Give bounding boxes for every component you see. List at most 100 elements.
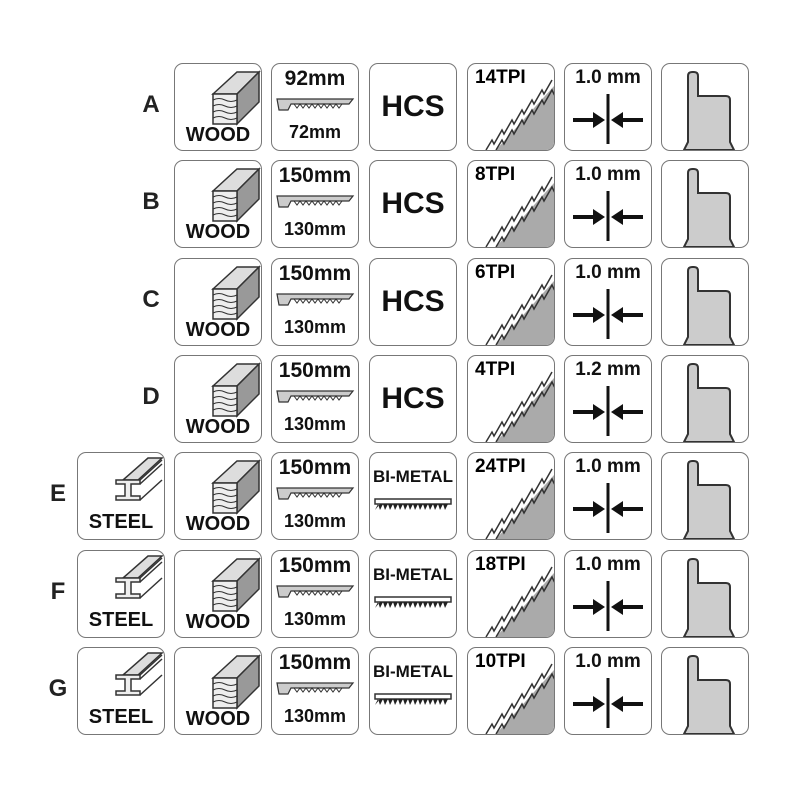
steel-cell: STEEL xyxy=(77,550,165,638)
thickness-arrows-icon xyxy=(573,191,643,241)
working-length: 130mm xyxy=(283,317,347,337)
steel-label: STEEL xyxy=(88,706,154,728)
working-length: 130mm xyxy=(283,414,347,434)
length-cell: 150mm 130mm xyxy=(271,355,359,443)
shank-cell xyxy=(661,63,749,151)
blade-teeth-icon xyxy=(485,79,554,150)
tpi-label: 4TPI xyxy=(473,359,518,381)
wood-label: WOOD xyxy=(185,513,251,535)
blade-letter: A xyxy=(142,91,160,118)
thickness-label: 1.0 mm xyxy=(575,164,641,185)
tpi-cell: 14TPI xyxy=(467,63,555,151)
blade-teeth-icon xyxy=(485,468,554,539)
t-shank-icon xyxy=(682,558,736,637)
t-shank-icon xyxy=(682,71,736,150)
steel-label: STEEL xyxy=(88,609,154,631)
wood-cell: WOOD xyxy=(174,550,262,638)
thickness-label: 1.0 mm xyxy=(575,262,641,283)
wood-cell: WOOD xyxy=(174,647,262,735)
material-label: HCS xyxy=(381,90,445,123)
thickness-cell: 1.0 mm xyxy=(564,647,652,735)
tpi-label: 14TPI xyxy=(473,67,528,89)
blade-length-icon xyxy=(276,487,355,500)
tpi-cell: 4TPI xyxy=(467,355,555,443)
material-label: HCS xyxy=(381,382,445,415)
working-length: 130mm xyxy=(283,706,347,726)
blade-teeth-icon xyxy=(485,176,554,247)
steel-beam-icon xyxy=(115,555,164,599)
blade-length-icon xyxy=(276,390,355,403)
t-shank-icon xyxy=(682,266,736,345)
shank-cell xyxy=(661,355,749,443)
thickness-arrows-icon xyxy=(573,483,643,533)
shank-cell xyxy=(661,647,749,735)
wood-plank-icon xyxy=(211,362,261,418)
bimetal-blade-icon xyxy=(374,693,452,705)
thickness-cell: 1.0 mm xyxy=(564,452,652,540)
tpi-cell: 18TPI xyxy=(467,550,555,638)
thickness-cell: 1.0 mm xyxy=(564,63,652,151)
blade-length-icon xyxy=(276,682,355,695)
material-cell: HCS xyxy=(369,355,457,443)
shank-cell xyxy=(661,452,749,540)
blade-letter: E xyxy=(49,480,66,507)
tpi-label: 24TPI xyxy=(473,456,528,478)
steel-cell: STEEL xyxy=(77,647,165,735)
tpi-cell: 8TPI xyxy=(467,160,555,248)
thickness-cell: 1.2 mm xyxy=(564,355,652,443)
thickness-label: 1.0 mm xyxy=(575,554,641,575)
material-cell: HCS xyxy=(369,258,457,346)
length-cell: 150mm 130mm xyxy=(271,647,359,735)
thickness-label: 1.2 mm xyxy=(575,359,641,380)
blade-teeth-icon xyxy=(485,663,554,734)
thickness-cell: 1.0 mm xyxy=(564,160,652,248)
bimetal-blade-icon xyxy=(374,498,452,510)
steel-cell: STEEL xyxy=(77,452,165,540)
steel-beam-icon xyxy=(115,652,164,696)
steel-beam-icon xyxy=(115,457,164,501)
tpi-cell: 10TPI xyxy=(467,647,555,735)
thickness-cell: 1.0 mm xyxy=(564,550,652,638)
wood-plank-icon xyxy=(211,265,261,321)
tpi-label: 10TPI xyxy=(473,651,528,673)
t-shank-icon xyxy=(682,460,736,539)
blade-letter: F xyxy=(50,578,66,605)
blade-letter: G xyxy=(48,675,68,702)
total-length: 150mm xyxy=(278,359,352,382)
thickness-arrows-icon xyxy=(573,386,643,436)
material-cell: BI-METAL xyxy=(369,550,457,638)
thickness-arrows-icon xyxy=(573,581,643,631)
total-length: 150mm xyxy=(278,651,352,674)
wood-label: WOOD xyxy=(185,416,251,438)
total-length: 150mm xyxy=(278,456,352,479)
thickness-arrows-icon xyxy=(573,289,643,339)
wood-label: WOOD xyxy=(185,319,251,341)
tpi-label: 6TPI xyxy=(473,262,518,284)
wood-cell: WOOD xyxy=(174,355,262,443)
t-shank-icon xyxy=(682,655,736,734)
material-label: BI-METAL xyxy=(373,565,453,584)
working-length: 130mm xyxy=(283,609,347,629)
shank-cell xyxy=(661,258,749,346)
material-label: HCS xyxy=(381,285,445,318)
material-cell: BI-METAL xyxy=(369,452,457,540)
material-label: HCS xyxy=(381,187,445,220)
wood-cell: WOOD xyxy=(174,452,262,540)
steel-label: STEEL xyxy=(88,511,154,533)
wood-plank-icon xyxy=(211,459,261,515)
material-label: BI-METAL xyxy=(373,467,453,486)
wood-label: WOOD xyxy=(185,124,251,146)
wood-label: WOOD xyxy=(185,221,251,243)
wood-label: WOOD xyxy=(185,611,251,633)
wood-cell: WOOD xyxy=(174,63,262,151)
shank-cell xyxy=(661,160,749,248)
blade-length-icon xyxy=(276,98,355,111)
